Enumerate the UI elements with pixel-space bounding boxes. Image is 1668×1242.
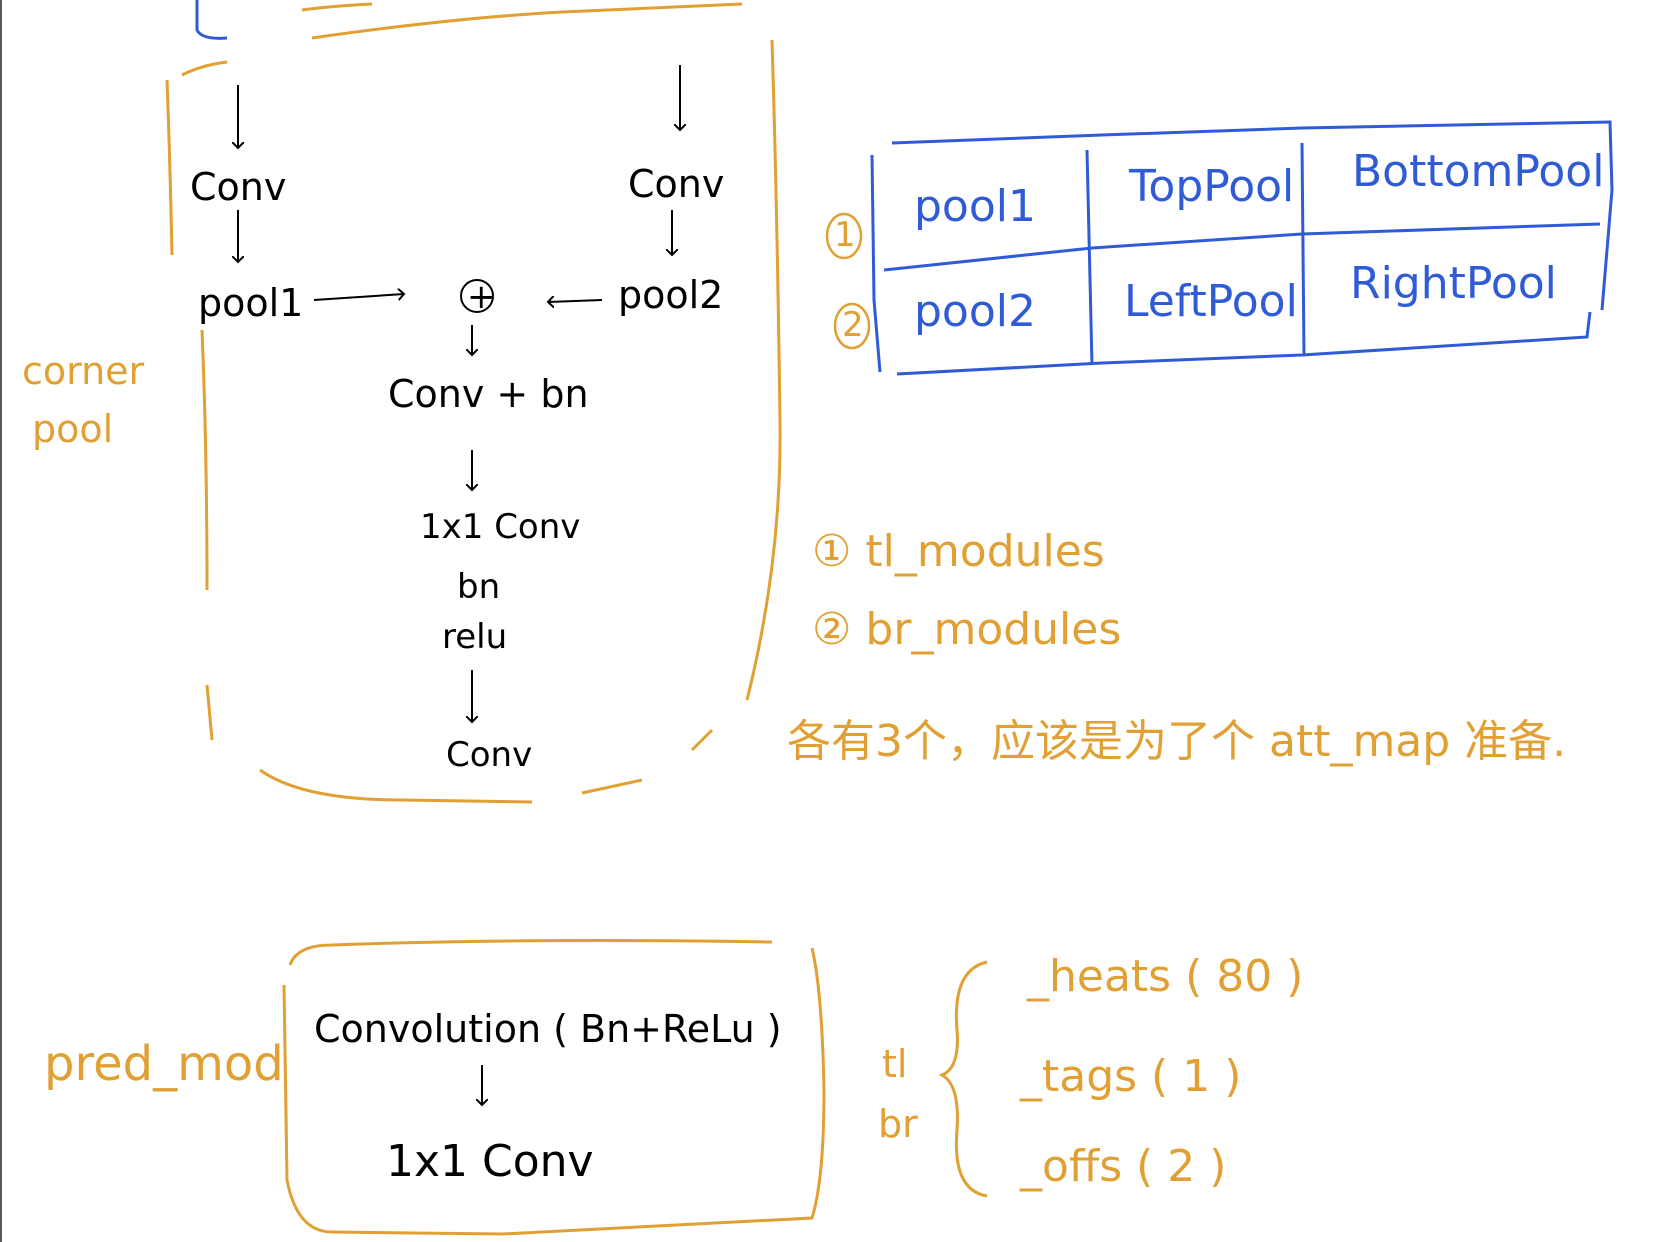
- output-heats: _heats ( 80 ): [1027, 951, 1304, 1002]
- table-cell-leftpool: LeftPool: [1124, 276, 1298, 327]
- table-cell-pool2: pool2: [914, 286, 1036, 337]
- note-tl-modules: ① tl_modules: [812, 526, 1105, 577]
- output-tags: _tags ( 1 ): [1020, 1051, 1242, 1102]
- table-cell-rightpool: RightPool: [1350, 258, 1557, 309]
- output-offs: _offs ( 2 ): [1020, 1141, 1227, 1192]
- row-marker-circle-1: [825, 212, 863, 260]
- arrow-pool2-plus: [548, 300, 603, 302]
- relu-node: relu: [442, 617, 508, 657]
- top-orange-fragment: [301, 2, 743, 40]
- row-marker-1: 1: [834, 215, 856, 255]
- corner-pool-box: [165, 39, 782, 804]
- bn-node: bn: [457, 567, 501, 607]
- row-marker-circle-2: [833, 302, 871, 350]
- branch-br-label: br: [878, 1102, 918, 1146]
- pred-mod-label: pred_mod: [44, 1036, 284, 1092]
- plus-circle: [460, 279, 494, 313]
- final-conv-node: Conv: [446, 735, 533, 775]
- pool-table-grid: [870, 120, 1614, 376]
- corner-pool-label-line2: pool: [32, 407, 114, 451]
- pred-mod-box: [282, 939, 826, 1236]
- arrow-pool1-plus: [313, 294, 404, 301]
- conv1x1-node: 1x1 Conv: [420, 507, 581, 547]
- left-conv-node: Conv: [190, 165, 287, 209]
- right-conv-node: Conv: [628, 162, 725, 206]
- pool2-node: pool2: [618, 273, 724, 317]
- plus-node: +: [467, 277, 496, 317]
- convolution-node: Convolution ( Bn+ReLu ): [314, 1007, 782, 1051]
- note-att-map: 各有3个，应该是为了个 att_map 准备.: [787, 716, 1567, 767]
- corner-pool-label-line1: corner: [22, 349, 145, 393]
- top-blue-fragment: [195, 0, 228, 40]
- branch-tl-label: tl: [882, 1042, 908, 1086]
- table-cell-bottompool: BottomPool: [1352, 146, 1605, 197]
- note-br-modules: ② br_modules: [812, 604, 1122, 655]
- outputs-brace: [938, 960, 988, 1198]
- pred-conv1x1-node: 1x1 Conv: [386, 1136, 594, 1187]
- pool1-node: pool1: [198, 281, 304, 325]
- conv-bn-node: Conv + bn: [388, 372, 589, 416]
- table-cell-pool1: pool1: [914, 181, 1036, 232]
- row-marker-2: 2: [842, 305, 864, 345]
- table-cell-toppool: TopPool: [1129, 161, 1295, 212]
